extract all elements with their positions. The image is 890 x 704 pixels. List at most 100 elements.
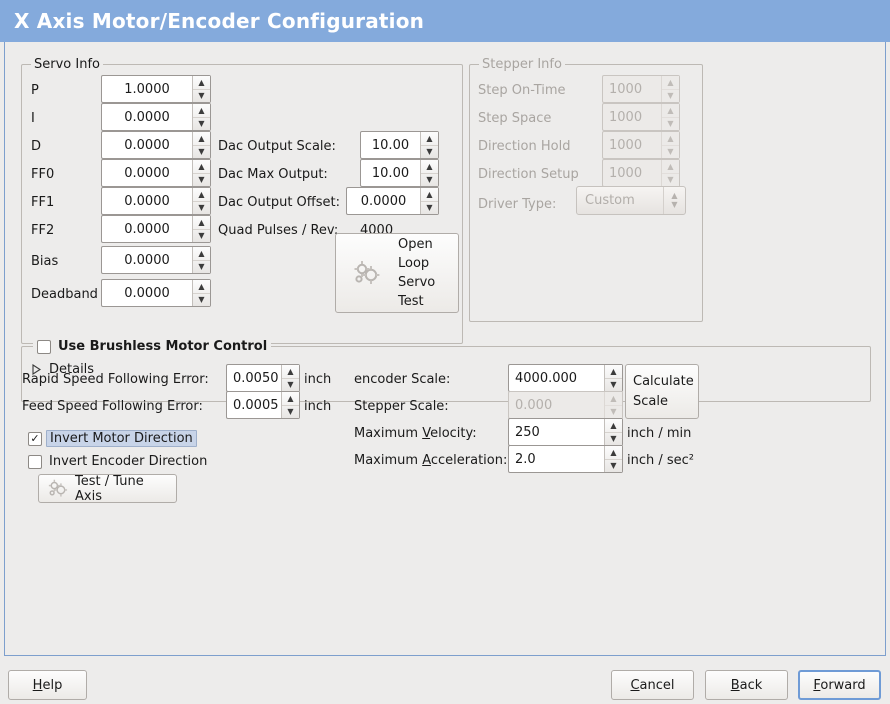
spin-arrows[interactable]: ▲▼	[604, 446, 622, 472]
spin-down-icon[interactable]: ▼	[605, 378, 622, 391]
spin-arrows[interactable]: ▲▼	[281, 392, 299, 418]
spin-down-icon[interactable]: ▼	[193, 260, 210, 273]
encoder-scale-spin[interactable]: 4000.000 ▲▼	[508, 364, 623, 392]
spin-down-icon[interactable]: ▼	[193, 173, 210, 186]
spin-up-icon[interactable]: ▲	[610, 366, 617, 376]
test-tune-axis-button[interactable]: Test / Tune Axis	[38, 474, 177, 504]
spin-up-icon[interactable]: ▲	[426, 189, 433, 199]
chevron-right-icon[interactable]	[32, 363, 42, 376]
spin-up-icon[interactable]: ▲	[198, 133, 205, 143]
spin-up-icon[interactable]: ▲	[198, 189, 205, 199]
spin-up-icon[interactable]: ▲	[198, 281, 205, 291]
spin-arrows[interactable]: ▲▼	[420, 188, 438, 214]
dac-max-output-spin[interactable]: 10.00 ▲▼	[360, 159, 439, 187]
spin-down-icon[interactable]: ▼	[193, 201, 210, 214]
forward-button[interactable]: Forward	[798, 670, 881, 700]
servo-spin-d[interactable]: 0.0000 ▲▼	[101, 131, 211, 159]
spin-down-icon[interactable]: ▼	[193, 229, 210, 242]
spin-arrows[interactable]: ▲▼	[420, 160, 438, 186]
spin-arrows[interactable]: ▲▼	[192, 160, 210, 186]
dac-output-offset-spin[interactable]: 0.0000 ▲▼	[346, 187, 439, 215]
encoder-scale-value[interactable]: 4000.000	[515, 370, 578, 386]
spin-up-icon[interactable]: ▲	[610, 447, 617, 457]
spin-up-icon[interactable]: ▲	[426, 133, 433, 143]
spin-arrows[interactable]: ▲▼	[281, 365, 299, 391]
spin-arrows[interactable]: ▲▼	[192, 247, 210, 273]
maximum-velocity-spin[interactable]: 250 ▲▼	[508, 418, 623, 446]
servo-value-ff2[interactable]: 0.0000	[124, 221, 170, 237]
invert-encoder-direction-checkbox[interactable]	[28, 454, 42, 469]
spin-up-icon[interactable]: ▲	[198, 161, 205, 171]
spin-arrows[interactable]: ▲▼	[192, 280, 210, 306]
servo-value-i[interactable]: 0.0000	[124, 109, 170, 125]
spin-up-icon[interactable]: ▲	[287, 366, 294, 376]
servo-spin-ff2[interactable]: 0.0000 ▲▼	[101, 215, 211, 243]
spin-up-icon[interactable]: ▲	[198, 77, 205, 87]
spin-down-icon[interactable]: ▼	[282, 378, 299, 391]
spin-down-icon[interactable]: ▼	[421, 173, 438, 186]
back-button[interactable]: Back	[705, 670, 788, 700]
spin-arrows[interactable]: ▲▼	[604, 365, 622, 391]
spin-down-icon[interactable]: ▼	[421, 201, 438, 214]
spin-down-icon[interactable]: ▼	[193, 145, 210, 158]
details-expander[interactable]: Details	[32, 362, 94, 377]
spin-up-icon[interactable]: ▲	[198, 105, 205, 115]
servo-spin-bias[interactable]: 0.0000 ▲▼	[101, 246, 211, 274]
use-brushless-motor-control-row[interactable]: Use Brushless Motor Control	[33, 339, 272, 354]
cancel-button[interactable]: Cancel	[611, 670, 694, 700]
servo-value-d[interactable]: 0.0000	[124, 137, 170, 153]
spin-arrows[interactable]: ▲▼	[192, 104, 210, 130]
dac-output-offset-value[interactable]: 0.0000	[360, 193, 407, 209]
open-loop-servo-test-button[interactable]: Open Loop Servo Test	[335, 233, 459, 313]
spin-down-icon[interactable]: ▼	[605, 432, 622, 445]
rapid-following-error-value[interactable]: 0.0050	[233, 370, 279, 386]
spin-up-icon[interactable]: ▲	[426, 161, 433, 171]
spin-down-icon[interactable]: ▼	[193, 89, 210, 102]
maximum-acceleration-value[interactable]: 2.0	[515, 451, 536, 467]
servo-value-bias[interactable]: 0.0000	[124, 252, 170, 268]
direction-setup-value: 1000	[609, 165, 643, 181]
dac-output-scale-value[interactable]: 10.00	[371, 137, 410, 153]
spin-down-icon: ▼	[662, 89, 679, 102]
invert-motor-direction-checkbox[interactable]: ✓	[28, 431, 42, 446]
servo-label-i: I	[31, 111, 35, 126]
spin-arrows[interactable]: ▲▼	[420, 132, 438, 158]
spin-arrows[interactable]: ▲▼	[192, 132, 210, 158]
spin-arrows[interactable]: ▲▼	[192, 216, 210, 242]
spin-down-icon[interactable]: ▼	[421, 145, 438, 158]
servo-value-ff0[interactable]: 0.0000	[124, 165, 170, 181]
servo-spin-ff0[interactable]: 0.0000 ▲▼	[101, 159, 211, 187]
dac-output-scale-spin[interactable]: 10.00 ▲▼	[360, 131, 439, 159]
forward-mnemonic: F	[813, 677, 821, 693]
servo-spin-i[interactable]: 0.0000 ▲▼	[101, 103, 211, 131]
spin-up-icon[interactable]: ▲	[287, 393, 294, 403]
servo-value-ff1[interactable]: 0.0000	[124, 193, 170, 209]
invert-encoder-direction-row[interactable]: Invert Encoder Direction	[28, 454, 207, 469]
invert-motor-direction-row[interactable]: ✓ Invert Motor Direction	[28, 430, 197, 447]
rapid-following-error-spin[interactable]: 0.0050 ▲▼	[226, 364, 300, 392]
spin-up-icon[interactable]: ▲	[198, 217, 205, 227]
spin-down-icon[interactable]: ▼	[282, 405, 299, 418]
feed-following-error-spin[interactable]: 0.0005 ▲▼	[226, 391, 300, 419]
spin-up-icon[interactable]: ▲	[198, 248, 205, 258]
spin-down-icon[interactable]: ▼	[193, 117, 210, 130]
dac-output-scale-label: Dac Output Scale:	[218, 139, 336, 154]
servo-spin-ff1[interactable]: 0.0000 ▲▼	[101, 187, 211, 215]
calculate-scale-button[interactable]: Calculate Scale	[625, 364, 699, 419]
servo-spin-deadband[interactable]: 0.0000 ▲▼	[101, 279, 211, 307]
spin-down-icon[interactable]: ▼	[193, 293, 210, 306]
spin-arrows[interactable]: ▲▼	[604, 419, 622, 445]
spin-arrows[interactable]: ▲▼	[192, 76, 210, 102]
use-brushless-checkbox[interactable]	[37, 339, 51, 354]
feed-following-error-value[interactable]: 0.0005	[233, 397, 279, 413]
spin-up-icon[interactable]: ▲	[610, 420, 617, 430]
servo-value-deadband[interactable]: 0.0000	[124, 285, 170, 301]
maximum-velocity-value[interactable]: 250	[515, 424, 540, 440]
servo-spin-p[interactable]: 1.0000 ▲▼	[101, 75, 211, 103]
servo-value-p[interactable]: 1.0000	[124, 81, 170, 97]
dac-max-output-value[interactable]: 10.00	[371, 165, 410, 181]
help-button[interactable]: Help	[8, 670, 87, 700]
maximum-acceleration-spin[interactable]: 2.0 ▲▼	[508, 445, 623, 473]
spin-down-icon[interactable]: ▼	[605, 459, 622, 472]
spin-arrows[interactable]: ▲▼	[192, 188, 210, 214]
